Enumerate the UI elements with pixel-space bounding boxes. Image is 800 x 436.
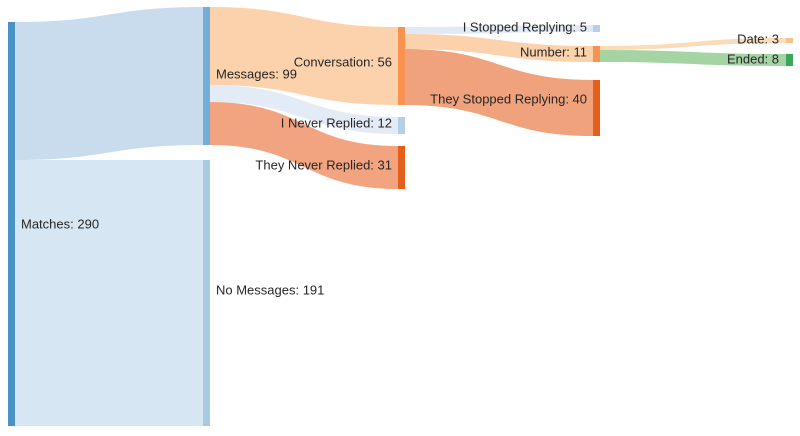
node-they_never_replied[interactable] xyxy=(398,146,405,189)
label-no_messages: No Messages: 191 xyxy=(216,282,324,297)
flow-messages-to-conversation[interactable] xyxy=(210,7,398,105)
label-i_stopped_replying: I Stopped Replying: 5 xyxy=(463,19,587,34)
node-i_never_replied[interactable] xyxy=(398,117,405,134)
flow-conversation-to-i_stopped_replying[interactable] xyxy=(405,25,593,34)
node-conversation[interactable] xyxy=(398,27,405,105)
flow-number-to-date[interactable] xyxy=(600,38,786,50)
flow-number-to-ended[interactable] xyxy=(600,50,786,66)
node-date[interactable] xyxy=(786,38,793,43)
flow-conversation-to-they_stopped_replying[interactable] xyxy=(405,49,593,136)
node-messages[interactable] xyxy=(203,7,210,145)
label-they_stopped_replying: They Stopped Replying: 40 xyxy=(430,91,587,106)
label-messages: Messages: 99 xyxy=(216,66,297,81)
label-ended: Ended: 8 xyxy=(727,51,779,66)
flow-matches-to-messages[interactable] xyxy=(15,7,203,160)
node-number[interactable] xyxy=(593,46,600,62)
flow-messages-to-they_never_replied[interactable] xyxy=(210,102,398,189)
node-i_stopped_replying[interactable] xyxy=(593,25,600,32)
label-date: Date: 3 xyxy=(737,31,779,46)
label-number: Number: 11 xyxy=(520,44,587,59)
node-they_stopped_replying[interactable] xyxy=(593,80,600,136)
node-no_messages[interactable] xyxy=(203,160,210,426)
label-matches: Matches: 290 xyxy=(21,216,99,231)
flow-conversation-to-number[interactable] xyxy=(405,34,593,62)
node-matches[interactable] xyxy=(8,22,15,426)
flow-messages-to-i_never_replied[interactable] xyxy=(210,85,398,134)
node-ended[interactable] xyxy=(786,54,793,66)
label-i_never_replied: I Never Replied: 12 xyxy=(281,115,392,130)
label-conversation: Conversation: 56 xyxy=(294,54,392,69)
label-they_never_replied: They Never Replied: 31 xyxy=(255,157,392,172)
flow-matches-to-no_messages[interactable] xyxy=(15,160,203,426)
